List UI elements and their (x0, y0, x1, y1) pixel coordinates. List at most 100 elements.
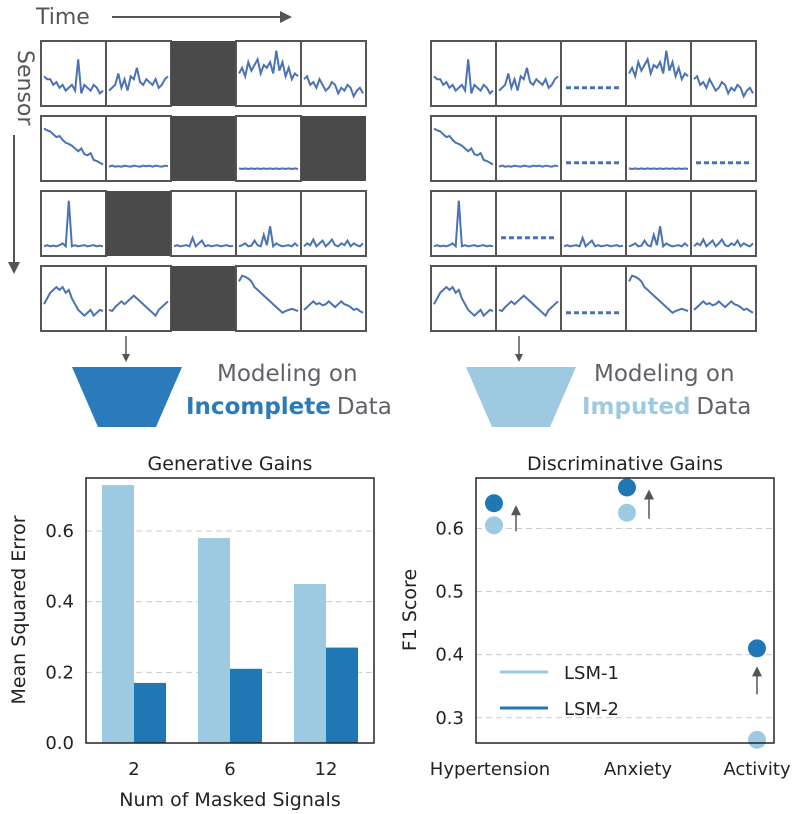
discriminative-gains-chart: Discriminative Gains 0.3 0.4 0.5 0.6 Hypert… (399, 453, 791, 780)
signal-trace (238, 274, 299, 315)
imputed-cell (495, 190, 562, 257)
dot-lsm-1 (485, 516, 503, 535)
signal-trace (108, 294, 169, 318)
improvement-arrowhead (644, 489, 654, 500)
time-arrowhead (280, 11, 292, 23)
signal-trace (628, 226, 689, 249)
bar-lsm-1 (102, 485, 134, 743)
sensor-row (430, 190, 757, 257)
signal-trace (433, 127, 494, 166)
bar-chart-xlabel: Num of Masked Signals (119, 789, 340, 811)
sensor-row (430, 115, 757, 182)
dot-ytick-label: 0.6 (435, 518, 464, 539)
signal-cell (690, 40, 757, 107)
right-caption-rest: Data (696, 394, 751, 420)
signal-cell (625, 265, 692, 332)
left-caption-rest: Data (337, 394, 392, 420)
signal-trace (693, 74, 754, 99)
signal-trace (173, 234, 234, 249)
dot-chart-frame (475, 477, 775, 744)
dot-lsm-2 (618, 478, 636, 497)
dot-xtick-label: Anxiety (604, 759, 673, 780)
dot-lsm-2 (485, 494, 503, 513)
imputed-cell (560, 115, 627, 182)
dot-lsm-1 (618, 503, 636, 522)
bar-lsm-1 (294, 584, 326, 743)
masked-cell (301, 116, 366, 181)
incomplete-data-grid (40, 40, 367, 332)
dot-xtick-label: Activity (723, 759, 791, 780)
signal-trace (238, 226, 299, 249)
signal-cell (40, 40, 107, 107)
bar-ytick-label: 0.2 (45, 662, 74, 683)
left-down-arrowhead (122, 354, 130, 362)
signal-trace (628, 167, 689, 171)
dot-chart-points (485, 478, 766, 749)
bar-xtick-label: 2 (128, 759, 139, 780)
dot-lsm-1 (748, 730, 766, 749)
legend-label-lsm1: LSM-1 (564, 663, 619, 684)
imputed-data-grid (430, 40, 757, 332)
improvement-arrowhead (511, 505, 521, 516)
dot-ytick-label: 0.4 (435, 645, 464, 666)
signal-cell (40, 115, 107, 182)
signal-trace (43, 127, 104, 166)
dot-chart-grid (476, 527, 774, 719)
sensor-arrowhead (8, 262, 20, 274)
signal-trace (693, 237, 754, 248)
dot-chart-title: Discriminative Gains (527, 453, 723, 475)
bar-xtick-label: 6 (224, 759, 235, 780)
legend-label-lsm2: LSM-2 (564, 699, 619, 720)
signal-trace (303, 74, 364, 99)
signal-trace (108, 164, 169, 168)
imputed-cell (690, 115, 757, 182)
imputed-cell (560, 265, 627, 332)
bar-chart-ylabel: Mean Squared Error (8, 515, 30, 704)
sensor-axis-label: Sensor (12, 50, 37, 126)
sensor-row (40, 115, 366, 182)
signal-cell (235, 115, 302, 182)
signal-trace (628, 274, 689, 315)
signal-cell (430, 40, 497, 107)
signal-cell (430, 265, 497, 332)
signal-trace (43, 285, 104, 318)
signal-trace (238, 50, 299, 82)
signal-trace (693, 300, 754, 314)
signal-cell (40, 265, 107, 332)
masked-cell (106, 191, 171, 256)
bar-xtick-label: 12 (315, 759, 338, 780)
signal-cell (235, 265, 302, 332)
sensor-row (40, 190, 367, 257)
signal-trace (433, 285, 494, 318)
signal-cell (430, 115, 497, 182)
dot-ytick-label: 0.5 (435, 582, 464, 603)
bar-ytick-label: 0.0 (45, 733, 74, 754)
signal-trace (43, 200, 104, 249)
signal-cell (300, 265, 367, 332)
incomplete-model-funnel (72, 367, 182, 427)
signal-cell (300, 40, 367, 107)
signal-trace (628, 50, 689, 82)
right-caption-highlight: Imputed (582, 394, 690, 420)
signal-trace (43, 59, 104, 95)
signal-cell (495, 265, 562, 332)
bar-ytick-label: 0.6 (45, 521, 74, 542)
dot-ytick-label: 0.3 (435, 708, 464, 729)
bar-lsm-2 (230, 668, 262, 743)
sensor-row (430, 40, 757, 107)
left-caption-highlight: Incomplete (186, 394, 331, 420)
signal-cell (495, 115, 562, 182)
signal-trace (303, 237, 364, 248)
bar-lsm-2 (326, 647, 358, 743)
dot-chart-y-ticks: 0.3 0.4 0.5 0.6 (435, 518, 464, 728)
dot-chart-improvement-arrows (511, 489, 762, 695)
dot-chart-legend: LSM-1 LSM-2 (500, 663, 619, 720)
improvement-arrowhead (752, 666, 762, 677)
signal-trace (303, 300, 364, 314)
dot-chart-x-ticks: Hypertension Anxiety Activity (430, 759, 791, 780)
bar-lsm-1 (198, 538, 230, 743)
dot-xtick-label: Hypertension (430, 759, 550, 780)
